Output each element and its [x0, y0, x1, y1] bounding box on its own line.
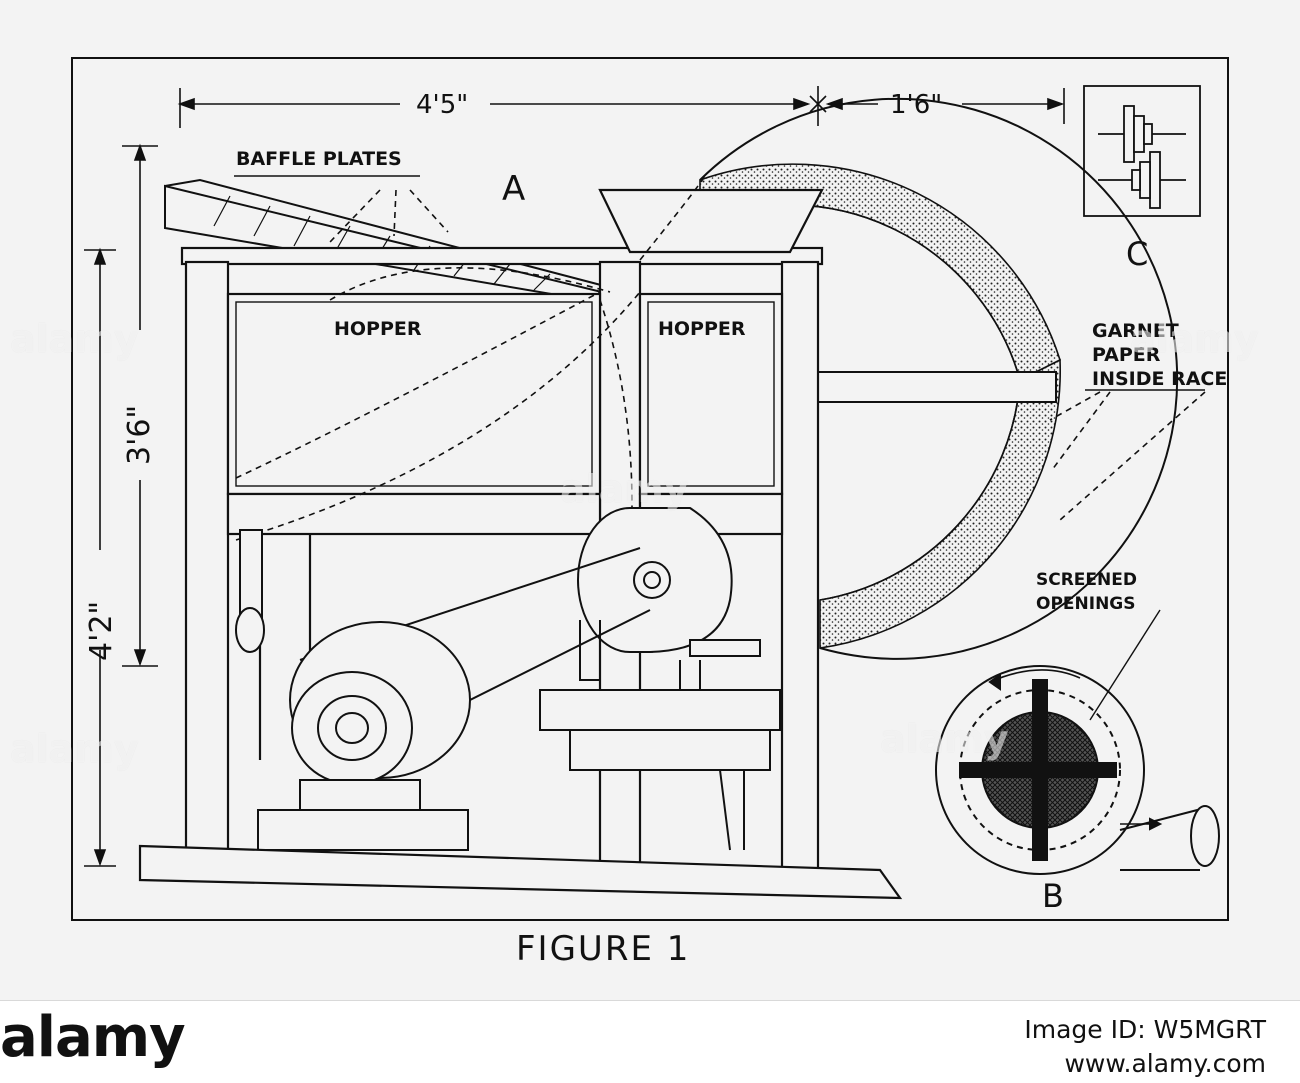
watermark-center: alamy	[560, 467, 689, 511]
watermark-bottom-right: alamy	[880, 717, 1009, 761]
hopper-funnel	[598, 188, 824, 254]
detail-b-blower	[935, 609, 1220, 875]
dimension-wheel-extent: 1'6"	[890, 90, 943, 120]
dimension-total-height: 4'2"	[84, 600, 119, 661]
garnet-label-line1: GARNET	[1092, 320, 1179, 342]
blower-unit	[577, 507, 761, 691]
hopper-right-label: HOPPER	[658, 318, 746, 340]
site-url-link[interactable]: www.alamy.com	[1064, 1049, 1266, 1078]
leader-lines	[234, 175, 1205, 391]
dimension-vertical	[84, 143, 158, 867]
dimension-overall-width: 4'5"	[416, 90, 469, 120]
side-pipe	[235, 529, 265, 653]
stock-footer	[0, 1000, 1300, 1083]
base-skid	[138, 844, 903, 900]
garnet-label-line2: PAPER	[1092, 344, 1161, 366]
detail-c-gears	[1083, 85, 1201, 217]
fan-race-wheel	[699, 97, 1179, 660]
screened-label-line2: OPENINGS	[1036, 594, 1136, 614]
view-a-label: A	[502, 169, 526, 209]
figure-title: FIGURE 1	[516, 929, 691, 969]
hopper-left-label: HOPPER	[334, 318, 422, 340]
watermark-top-left: alamy	[10, 317, 139, 361]
screened-label-line1: SCREENED	[1036, 570, 1137, 590]
dimension-horizontal	[177, 86, 1065, 128]
baffle-chute	[164, 178, 621, 306]
view-c-label: C	[1126, 235, 1149, 273]
motor-and-belt	[257, 547, 781, 851]
drawing-border	[71, 57, 1229, 921]
brand-logo[interactable]: alamy	[0, 1005, 186, 1070]
garnet-label-line3: INSIDE RACE	[1092, 368, 1228, 390]
watermark-bottom-left: alamy	[10, 727, 139, 771]
baffle-plates-label: BAFFLE PLATES	[236, 148, 402, 170]
watermark-right: alamy	[1130, 317, 1259, 361]
view-b-label: B	[1042, 877, 1064, 915]
technical-drawing	[71, 57, 1229, 921]
dimension-hopper-height: 3'6"	[122, 404, 157, 465]
image-id-text: Image ID: W5MGRT	[1024, 1015, 1266, 1044]
